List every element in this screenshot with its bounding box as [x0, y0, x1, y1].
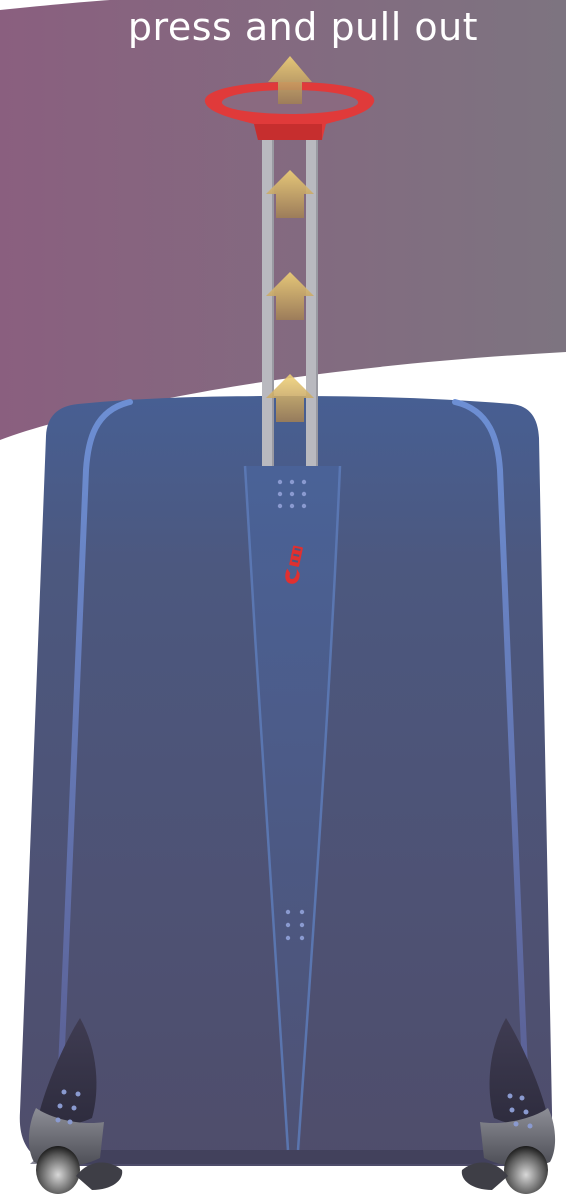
- bottom-edge: [30, 1150, 540, 1164]
- right-wheel-strut: [462, 1162, 508, 1190]
- left-wheel-strut: [76, 1162, 122, 1190]
- instruction-text: press and pull out: [0, 4, 566, 50]
- right-wheel: [504, 1146, 548, 1194]
- left-wheel: [36, 1146, 80, 1194]
